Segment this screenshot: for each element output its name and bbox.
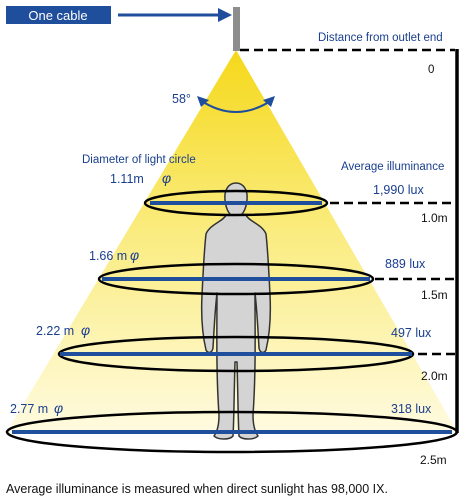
phi-symbol-3: φ xyxy=(81,322,90,338)
beam-angle-label: 58° xyxy=(172,92,191,106)
diameter-value-1: 1.11m xyxy=(110,172,144,186)
phi-symbol-4: φ xyxy=(54,400,63,416)
cable-pole xyxy=(233,7,240,51)
beam-angle-arrow-right xyxy=(263,96,275,107)
illuminance-value-1: 1,990 lux xyxy=(373,183,424,197)
light-circle-2 xyxy=(97,262,375,296)
distance-title: Distance from outlet end xyxy=(318,32,443,44)
phi-symbol-1: φ xyxy=(162,170,171,186)
phi-symbol-2: φ xyxy=(130,247,139,263)
illuminance-value-2: 889 lux xyxy=(385,257,426,271)
distance-label-4: 2.5m xyxy=(420,453,447,467)
diameter-value-4: 2.77 m xyxy=(10,402,48,416)
illuminance-value-3: 497 lux xyxy=(391,326,432,340)
diameter-title: Diameter of light circle xyxy=(82,154,196,166)
cable-label: One cable xyxy=(28,8,87,23)
distance-label-1: 1.0m xyxy=(421,211,448,225)
distance-zero: 0 xyxy=(428,64,434,76)
illuminance-title: Average illuminance xyxy=(341,161,444,173)
cable-label-box xyxy=(6,6,111,24)
footnote: Average illuminance is measured when dir… xyxy=(6,482,388,496)
light-circle-4 xyxy=(5,410,459,454)
beam-angle-arrow-left xyxy=(197,96,209,107)
distance-label-2: 1.5m xyxy=(421,288,448,302)
diameter-value-3: 2.22 m xyxy=(36,324,74,338)
illuminance-value-4: 318 lux xyxy=(391,402,432,416)
diameter-value-2: 1.66 m xyxy=(89,249,127,263)
beam-angle-arc xyxy=(199,99,273,113)
light-circle-1 xyxy=(143,189,329,217)
light-circle-3 xyxy=(57,335,415,373)
cable-arrow-head xyxy=(218,8,232,22)
distance-label-3: 2.0m xyxy=(421,369,448,383)
